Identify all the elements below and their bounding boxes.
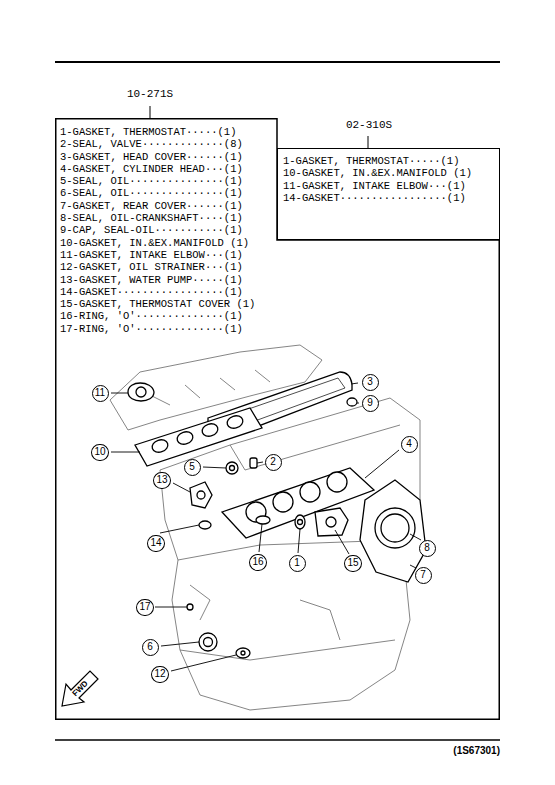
parts-list-line: 1-GASKET, THERMOSTAT·····(1) [60,126,255,138]
top-rule [55,61,500,63]
callout-number: 5 [189,462,195,472]
frame-outline-path [56,119,500,720]
parts-list-line: 5-SEAL, OIL···············(1) [60,175,255,187]
callout-number: 7 [420,570,426,580]
direction-label: FWD [70,678,89,697]
parts-list-line: 11-GASKET, INTAKE ELBOW···(1) [283,180,472,192]
heading-leader [150,106,151,118]
kit-number: 10-271S [125,88,175,100]
callout-circle: 14 [147,535,164,552]
callout-circle: 16 [249,554,266,571]
callout-circle: 4 [401,436,418,453]
parts-list-line: 13-GASKET, WATER PUMP·····(1) [60,274,255,286]
parts-list-line: 3-GASKET, HEAD COVER······(1) [60,151,255,163]
callout-number: 16 [252,557,263,567]
callout-number: 3 [367,377,373,387]
gasket-parts [128,372,426,658]
callout-number: 13 [156,475,167,485]
callout-number: 8 [424,543,430,553]
parts-list-line: 14-GASKET·················(1) [60,286,255,298]
callout-number: 17 [139,602,150,612]
figure-number: (1S67301) [453,745,500,756]
parts-list-line: 7-GASKET, REAR COVER······(1) [60,200,255,212]
bottom-rule [55,739,500,741]
parts-list-line: 14-GASKET·················(1) [283,192,472,204]
callout-circle: 5 [184,459,201,476]
heading-leader [368,136,369,148]
callout-number: 14 [150,538,161,548]
parts-list-line: 11-GASKET, INTAKE ELBOW···(1) [60,249,255,261]
fwd-arrow [62,671,98,706]
parts-list-line: 1-GASKET, THERMOSTAT·····(1) [283,155,472,167]
callout-circle: 3 [362,374,379,391]
parts-list-line: 2-SEAL, VALVE·············(8) [60,138,255,150]
parts-list-line: 12-GASKET, OIL STRAINER···(1) [60,261,255,273]
parts-list-line: 16-RING, 'O'··············(1) [60,310,255,322]
callout-number: 12 [154,669,165,679]
leader-lines [111,383,421,671]
callout-circle: 1 [289,555,306,572]
callout-number: 9 [367,398,373,408]
callout-circle: 9 [362,395,379,412]
parts-list-line: 15-GASKET, THERMOSTAT COVER (1) [60,298,255,310]
kit-number: 02-310S [344,119,394,131]
callout-circle: 6 [142,639,159,656]
callout-circle: 8 [419,540,436,557]
parts-list-line: 10-GASKET, IN.&EX.MANIFOLD (1) [60,237,255,249]
callout-circle: 12 [151,666,168,683]
callout-number: 15 [347,558,358,568]
parts-list: 1-GASKET, THERMOSTAT·····(1)10-GASKET, I… [283,155,472,204]
callout-number: 1 [294,558,300,568]
parts-list-line: 10-GASKET, IN.&EX.MANIFOLD (1) [283,167,472,179]
callout-circle: 17 [136,599,153,616]
callout-number: 4 [406,439,412,449]
callout-number: 10 [94,447,105,457]
callout-circle: 10 [91,444,108,461]
parts-list-line: 8-SEAL, OIL-CRANKSHAFT····(1) [60,212,255,224]
callout-number: 2 [270,457,276,467]
parts-list: 1-GASKET, THERMOSTAT·····(1)2-SEAL, VALV… [60,126,255,335]
callout-number: 11 [95,388,105,398]
callout-circle: 7 [415,567,432,584]
kit-box: 02-310S1-GASKET, THERMOSTAT·····(1)10-GA… [277,148,500,240]
parts-list-line: 9-CAP, SEAL-OIL···········(1) [60,224,255,236]
callout-circle: 13 [153,472,170,489]
parts-list-line: 6-SEAL, OIL···············(1) [60,187,255,199]
callout-circle: 2 [265,454,282,471]
callout-circle: 11 [92,385,109,402]
callout-number: 6 [147,642,153,652]
parts-list-line: 4-GASKET, CYLINDER HEAD···(1) [60,163,255,175]
callout-circle: 15 [344,555,361,572]
parts-list-line: 17-RING, 'O'··············(1) [60,323,255,335]
